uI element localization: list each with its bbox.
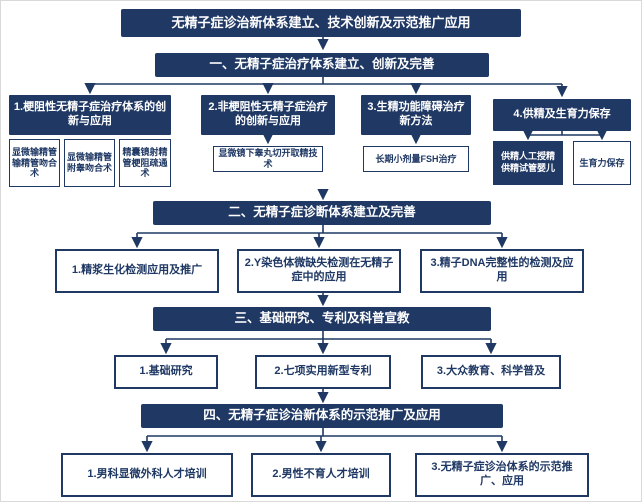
- section-3-header: 三、基础研究、专利及科普宣教: [153, 307, 491, 331]
- section-2-header: 二、无精子症诊断体系建立及完善: [153, 201, 491, 225]
- sub-box-donor-insemination-ivf: 供精人工授精 供精试管婴儿: [493, 141, 563, 185]
- box-y-microdeletion: 2.Y染色体微缺失检测在无精子症中的应用: [237, 249, 401, 293]
- section-1-header: 一、无精子症治疗体系建立、创新及完善: [155, 53, 489, 77]
- box-spermatogenic-dysfunction: 3.生精功能障碍治疗新方法: [361, 95, 471, 135]
- sub-box-ejaculatory-duct-recanalization: 精囊镜射精管梗阻疏通术: [119, 139, 171, 187]
- sub-box-fertility-preservation: 生育力保存: [573, 141, 631, 185]
- sub-box-vasoepididymostomy: 显微输精管附睾吻合术: [64, 139, 115, 187]
- box-sperm-dna-integrity: 3.精子DNA完整性的检测及应用: [420, 249, 584, 293]
- box-seminal-plasma-biochemistry: 1.精浆生化检测应用及推广: [55, 249, 219, 293]
- sub-box-micro-tese: 显微镜下睾丸切开取精技术: [213, 146, 323, 172]
- sub-box-vasovasostomy: 显微输精管输精管吻合术: [9, 139, 60, 187]
- box-andrology-microsurgery-training: 1.男科显微外科人才培训: [61, 453, 233, 497]
- diagram-title: 无精子症诊治新体系建立、技术创新及示范推广应用: [121, 9, 521, 37]
- sub-box-fsh-therapy: 长期小剂量FSH治疗: [363, 146, 469, 172]
- box-basic-research: 1.基础研究: [114, 355, 218, 389]
- box-system-demonstration-promotion: 3.无精子症诊治体系的示范推广、应用: [415, 453, 589, 497]
- box-public-education: 3.大众教育、科学普及: [421, 355, 561, 389]
- box-donor-sperm-fertility-preservation: 4.供精及生育力保存: [493, 99, 631, 131]
- section-4-header: 四、无精子症诊治新体系的示范推广及应用: [141, 404, 503, 428]
- box-non-obstructive-treatment: 2.非梗阻性无精子症治疗的创新与应用: [201, 95, 335, 135]
- box-male-infertility-training: 2.男性不育人才培训: [251, 453, 391, 497]
- box-utility-patents: 2.七项实用新型专利: [255, 355, 391, 389]
- box-obstructive-treatment: 1.梗阻性无精子症治疗体系的创新与应用: [9, 95, 171, 135]
